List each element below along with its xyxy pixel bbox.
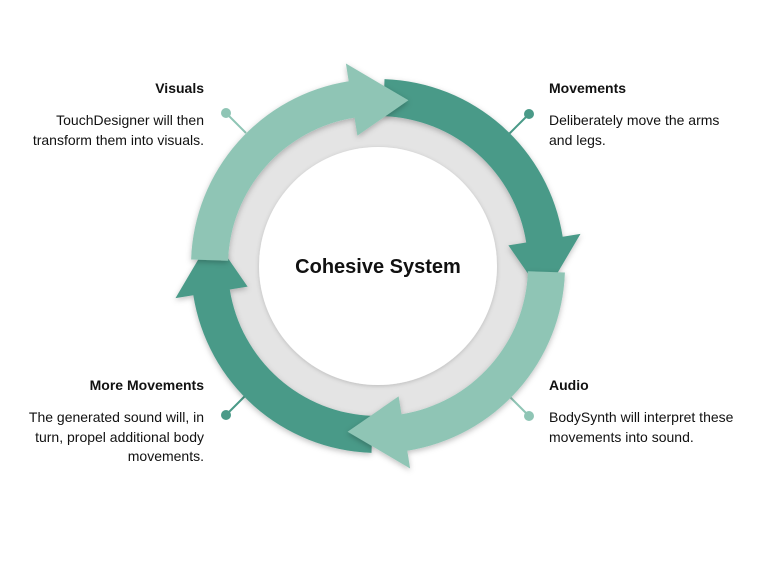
arrow-segment-more-movements — [175, 235, 373, 453]
stage-visuals-title: Visuals — [155, 80, 204, 96]
stage-more-movements: More Movements The generated sound will,… — [19, 376, 204, 467]
stage-more-movements-title: More Movements — [89, 377, 204, 393]
stage-movements: Movements Deliberately move the arms and… — [549, 79, 734, 150]
center-title: Cohesive System — [295, 256, 461, 278]
stage-audio-text: BodySynth will interpret these movements… — [549, 409, 734, 445]
center-circle — [259, 147, 497, 385]
arrow-segment-audio — [347, 271, 565, 469]
stage-audio-title: Audio — [549, 377, 589, 393]
connector-movements — [508, 109, 534, 135]
arrow-segment-movements — [383, 79, 581, 297]
stage-more-movements-text: The generated sound will, in turn, prope… — [28, 409, 204, 464]
stage-audio: Audio BodySynth will interpret these mov… — [549, 376, 734, 447]
connector-more-movements — [221, 394, 247, 420]
arrow-segment-visuals — [191, 63, 409, 261]
connector-audio — [508, 395, 534, 421]
stage-visuals: Visuals TouchDesigner will then transfor… — [19, 79, 204, 150]
stage-visuals-text: TouchDesigner will then transform them i… — [32, 112, 204, 148]
stage-movements-title: Movements — [549, 80, 627, 96]
connector-visuals — [221, 108, 247, 134]
stage-movements-text: Deliberately move the arms and legs. — [549, 112, 720, 148]
